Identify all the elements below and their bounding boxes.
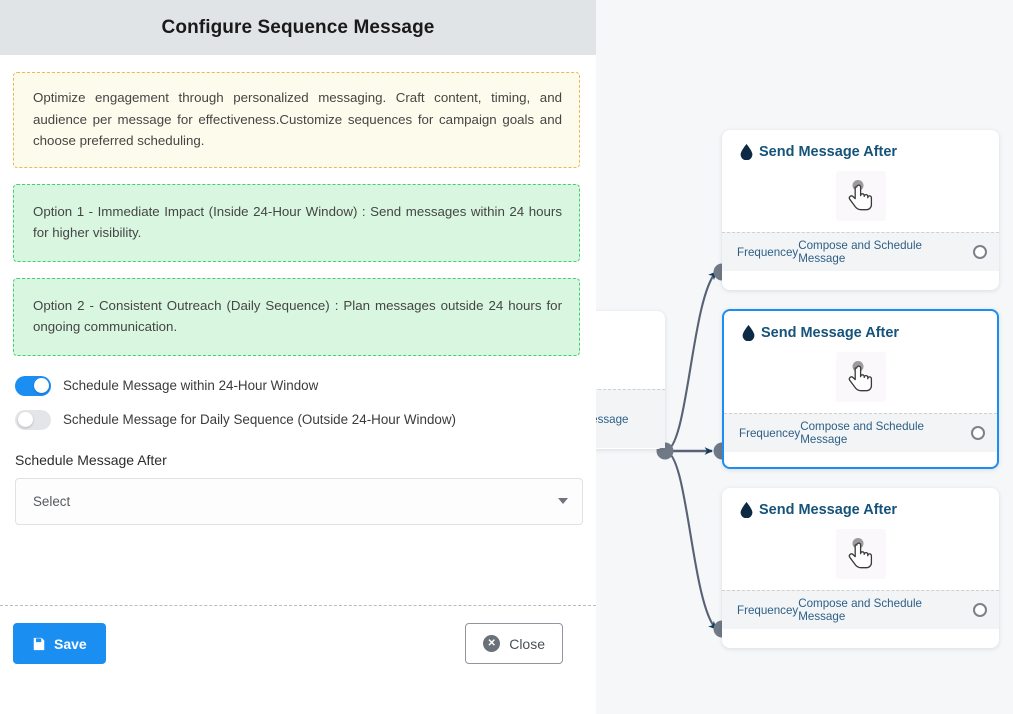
node-title: Send Message After (761, 325, 900, 341)
node-footer-compose-label: Compose and Schedule Message (798, 597, 922, 623)
info-callout: Optimize engagement through personalized… (13, 72, 580, 168)
toggle-row-within-24h[interactable]: Schedule Message within 24-Hour Window (15, 375, 580, 396)
node-footer-frequency-label: Frequencey (737, 603, 799, 617)
node-body (722, 160, 999, 232)
flow-node-send-message-after-3[interactable]: Send Message After Frequencey Compose an… (722, 488, 999, 648)
node-output-handle[interactable] (973, 245, 987, 259)
partial-node-footer-label: ce Message (596, 412, 629, 426)
page-title: Configure Sequence Message (161, 16, 435, 38)
node-footer-frequency-label: Frequencey (739, 426, 801, 440)
modal-header: Configure Sequence Message (0, 0, 596, 55)
partial-node-body (596, 311, 665, 389)
toggle-row-daily-sequence[interactable]: Schedule Message for Daily Sequence (Out… (15, 409, 580, 430)
node-output-handle[interactable] (971, 426, 985, 440)
node-footer-compose-label: Compose and Schedule Message (798, 239, 922, 265)
node-header: Send Message After (722, 488, 999, 518)
node-header: Send Message After (724, 311, 997, 341)
node-footer-frequency-label: Frequencey (737, 245, 799, 259)
pointing-hand-icon (835, 529, 886, 579)
node-title: Send Message After (759, 144, 898, 160)
node-footer: Frequencey Compose and Schedule Message (722, 590, 999, 629)
toggle-switch-daily-sequence[interactable] (15, 409, 51, 430)
select-value: Select (33, 493, 71, 509)
pointing-hand-icon (835, 352, 886, 402)
option2-callout: Option 2 - Consistent Outreach (Daily Se… (13, 277, 580, 356)
flow-node-send-message-after-2[interactable]: Send Message After Frequencey Compose an… (722, 309, 999, 469)
close-button-label: Close (509, 635, 545, 652)
toggle-label-within-24h: Schedule Message within 24-Hour Window (63, 378, 319, 394)
partial-node-footer: ce Message (596, 389, 665, 448)
flow-node-send-message-after-1[interactable]: Send Message After Frequencey Compose an… (722, 130, 999, 290)
node-footer-compose-label: Compose and Schedule Message (800, 420, 924, 446)
toggle-knob (33, 378, 49, 394)
close-button[interactable]: ✕ Close (465, 623, 563, 664)
schedule-message-after-label: Schedule Message After (15, 451, 167, 468)
save-disk-icon (33, 637, 45, 650)
node-header: Send Message After (722, 130, 999, 160)
node-footer: Frequencey Compose and Schedule Message (722, 232, 999, 271)
water-drop-icon (742, 325, 755, 341)
modal-body: Optimize engagement through personalized… (0, 55, 596, 605)
save-button-label: Save (54, 635, 87, 652)
node-output-handle[interactable] (973, 603, 987, 617)
toggle-label-daily-sequence: Schedule Message for Daily Sequence (Out… (63, 412, 456, 428)
chevron-down-icon (558, 498, 568, 505)
flow-canvas[interactable]: ce Message Send Message After F (596, 0, 1013, 714)
configure-sequence-modal: Configure Sequence Message Optimize enga… (0, 0, 596, 714)
toggle-switch-within-24h[interactable] (15, 375, 51, 396)
modal-footer: Save ✕ Close (0, 605, 596, 714)
option1-callout: Option 1 - Immediate Impact (Inside 24-H… (13, 183, 580, 262)
circle-x-icon: ✕ (483, 635, 501, 652)
water-drop-icon (740, 502, 753, 518)
node-body (722, 518, 999, 590)
schedule-message-after-select[interactable]: Select (15, 477, 583, 525)
water-drop-icon (740, 144, 753, 160)
node-body (724, 341, 997, 413)
toggle-knob (17, 412, 33, 428)
node-title: Send Message After (759, 502, 898, 518)
node-footer: Frequencey Compose and Schedule Message (724, 413, 997, 452)
flow-node-partial[interactable]: ce Message (596, 311, 665, 449)
pointing-hand-icon (835, 171, 886, 221)
save-button[interactable]: Save (13, 623, 106, 664)
